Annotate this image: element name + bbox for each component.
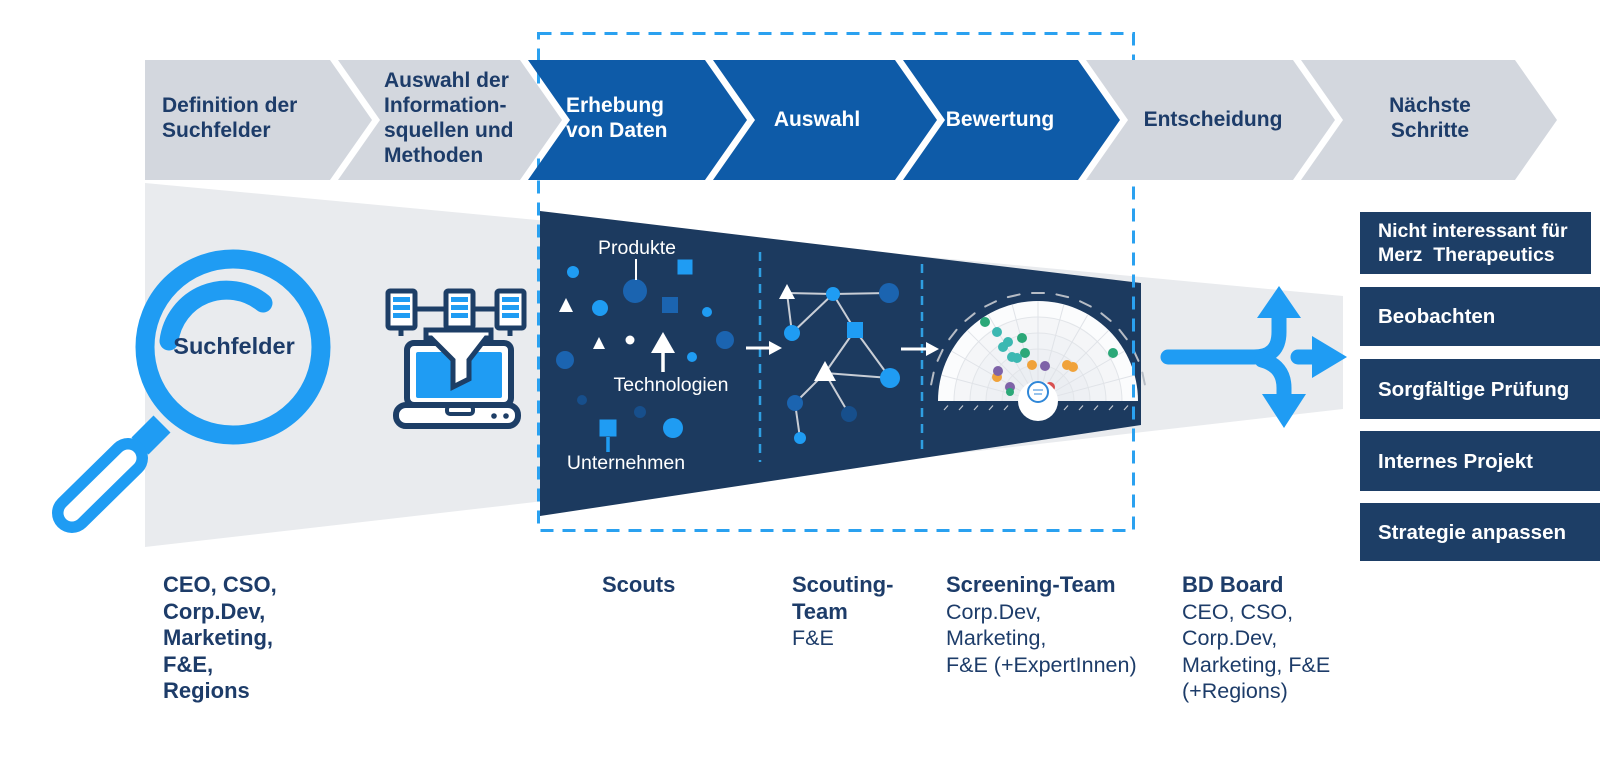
- radar-chart: [930, 292, 1146, 421]
- team-label-screening-team: Screening-Team Corp.Dev, Marketing, F&E …: [946, 572, 1176, 678]
- magnifier-inner-arc: [159, 280, 273, 351]
- process-step-7: [1301, 60, 1557, 180]
- team-title: CEO, CSO, Corp.Dev, Marketing, F&E, Regi…: [163, 572, 277, 703]
- process-step-1-label: Definition der Suchfelder: [162, 94, 298, 142]
- database-rack-icon: [385, 288, 418, 331]
- unternehmen-label: Unternehmen: [567, 452, 685, 474]
- outcome-box-4: Internes Projekt: [1360, 431, 1600, 491]
- process-step-3-label: Erhebung von Daten: [566, 94, 668, 142]
- magnifier-icon: Suchfelder: [52, 249, 331, 533]
- branch-arrows-icon: [1160, 286, 1347, 428]
- team-body: CEO, CSO, Corp.Dev, Marketing, F&E (+Reg…: [1182, 599, 1331, 704]
- process-step-2-label: Auswahl der Information- squellen und Me…: [384, 69, 514, 167]
- process-step-2: [338, 60, 562, 180]
- radar-logo: [1027, 381, 1049, 403]
- network-graph: [779, 283, 900, 444]
- produkte-label: Produkte: [598, 237, 676, 259]
- flow-arrow-icon: [901, 342, 939, 356]
- outcome-box-2: Beobachten: [1360, 287, 1600, 346]
- process-step-5: [903, 60, 1120, 180]
- process-step-4: [713, 60, 937, 180]
- outcome-box-1: Nicht interessant für Merz Therapeutics: [1360, 212, 1591, 274]
- outcome-box-5: Strategie anpassen: [1360, 503, 1600, 561]
- process-step-1: [145, 60, 372, 180]
- team-title: BD Board: [1182, 572, 1284, 597]
- radar-rim-labels: [930, 292, 1146, 386]
- process-step-4-label: Auswahl: [773, 108, 861, 131]
- team-label-bd-board: BD Board CEO, CSO, Corp.Dev, Marketing, …: [1182, 572, 1412, 705]
- process-step-6-label: Entscheidung: [1143, 108, 1283, 131]
- data-funnel-laptop-icon: [385, 288, 527, 429]
- team-title: Screening-Team: [946, 572, 1116, 597]
- navy-funnel: [540, 211, 1141, 516]
- technologien-label: Technologien: [614, 374, 729, 396]
- process-step-7-label: Nächste Schritte: [1389, 94, 1471, 142]
- funnel-icon: [423, 327, 494, 392]
- database-rack-icon: [494, 288, 527, 331]
- flow-arrow-icon: [746, 341, 782, 355]
- team-title: Scouting- Team: [792, 572, 894, 624]
- process-step-5-label: Bewertung: [945, 108, 1055, 131]
- team-label-scouts: Scouts: [602, 572, 832, 599]
- scope-dashed-box: [537, 32, 1135, 532]
- team-label-scouting-team: Scouting- Team F&E: [792, 572, 1022, 652]
- search-fields-label: Suchfelder: [173, 333, 294, 359]
- team-body: F&E: [792, 626, 834, 650]
- process-step-3: [528, 60, 747, 180]
- radar-data-points: [980, 317, 1118, 396]
- outcome-box-3: Sorgfältige Prüfung: [1360, 359, 1600, 419]
- process-step-6: [1086, 60, 1335, 180]
- radar-baseline-ticks: [943, 405, 1129, 411]
- technologien-arrow-icon: [651, 332, 675, 372]
- team-label-definition: CEO, CSO, Corp.Dev, Marketing, F&E, Regi…: [163, 572, 393, 705]
- team-title: Scouts: [602, 572, 676, 597]
- team-body: Corp.Dev, Marketing, F&E (+ExpertInnen): [946, 599, 1137, 677]
- data-cloud: Produkte Technologien Unternehmen: [556, 237, 734, 474]
